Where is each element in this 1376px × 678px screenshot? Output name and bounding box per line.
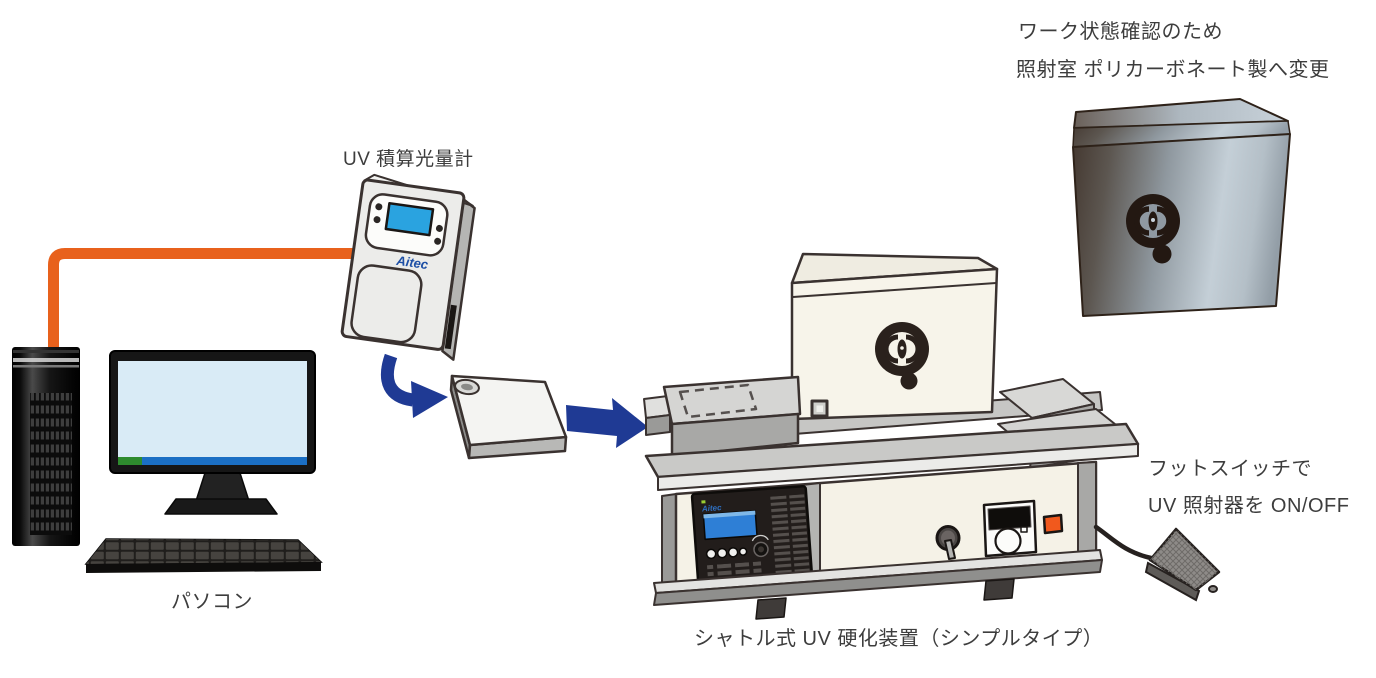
- deck-front-edge: [657, 443, 1139, 491]
- taskbar: [142, 457, 307, 465]
- meter-button-1: [435, 224, 443, 232]
- tray-step-front: [645, 414, 671, 436]
- machine-body: Aitec: [661, 460, 1098, 589]
- foot-switch: [1093, 524, 1221, 602]
- monitor-stand: [194, 472, 251, 502]
- puck-sensor-aperture: [461, 383, 473, 391]
- meter-brand-logo: Aitec: [395, 253, 430, 273]
- meter-side-slot: [444, 304, 457, 350]
- taskbar-start-segment: [118, 457, 142, 465]
- key-switch: [935, 525, 961, 560]
- pedal-tab: [1208, 585, 1218, 593]
- controller-knob-3: [727, 547, 739, 558]
- uv-curing-machine: Aitec: [643, 252, 1140, 620]
- chamber-note-line1: ワーク状態確認のため: [1018, 21, 1223, 43]
- shuttle-tray: [643, 375, 802, 458]
- tray-front-face: [670, 412, 800, 458]
- puck-top-face: [450, 374, 568, 447]
- aitec-logo-hood: [875, 322, 929, 390]
- work-area-dashed-outline: [678, 383, 758, 419]
- uv-meter-device: Aitec: [340, 173, 476, 361]
- controller-power-led: [701, 500, 706, 504]
- aitec-logo-chamber: [1126, 194, 1180, 264]
- tray-top-face: [662, 375, 802, 426]
- meter-led-2: [373, 216, 381, 224]
- meter-button-2: [434, 237, 442, 245]
- arrow-meter-to-puck: [380, 353, 448, 418]
- meter-lower-door: [350, 264, 423, 344]
- arrow-puck-to-machine: [566, 398, 648, 448]
- base-front-band: [653, 559, 1103, 606]
- inserted-key: [944, 539, 956, 560]
- pc-keyboard: [84, 538, 323, 573]
- controller-lcd: [702, 509, 758, 541]
- keyboard-front-edge: [86, 562, 321, 573]
- chamber-front-face: [1072, 133, 1291, 317]
- chamber-note-line2: 照射室 ポリカーボネート製へ変更: [1016, 59, 1330, 81]
- monitor-base: [164, 498, 278, 515]
- controller-lcd-highlight: [703, 510, 756, 519]
- machine-deck: [644, 422, 1140, 491]
- start-button-orange: [1042, 513, 1064, 535]
- counter-reset-button: [1020, 526, 1028, 533]
- pc-tower: [12, 347, 80, 546]
- counter-dial: [994, 527, 1022, 555]
- controller-panel: Aitec: [690, 484, 814, 589]
- uv-sensor-puck: [449, 374, 568, 460]
- arrow-head: [411, 381, 448, 418]
- controller-side-vents: [768, 494, 810, 577]
- footswitch-note-line2: UV 照射器を ON/OFF: [1148, 495, 1350, 517]
- meter-lcd: [384, 201, 435, 237]
- body-right-edge: [1077, 461, 1097, 556]
- controller-knob-2: [716, 547, 728, 559]
- machine-foot-right: [983, 578, 1015, 601]
- tower-vents: [30, 393, 72, 535]
- controller-dial-center: [757, 546, 764, 553]
- body-left-edge: [661, 493, 677, 589]
- foot-switch-cable: [1093, 524, 1154, 561]
- controller-knob-1: [705, 548, 717, 560]
- machine-base: [653, 549, 1103, 620]
- monitor-screen: [118, 361, 307, 465]
- polycarbonate-chamber: [1072, 98, 1291, 317]
- hood-window-inner: [816, 405, 823, 412]
- uv-meter-label: UV 積算光量計: [343, 149, 474, 170]
- machine-foot-left: [755, 597, 787, 620]
- controller-dial-scale: [751, 534, 769, 542]
- meter-led-1: [375, 203, 383, 211]
- footswitch-note-line1: フットスイッチで: [1148, 458, 1312, 480]
- hood-lid-seam: [792, 282, 997, 298]
- controller-knob-4: [738, 547, 748, 556]
- machine-caption: シャトル式 UV 硬化装置（シンプルタイプ）: [694, 628, 1104, 650]
- pc-monitor: [109, 350, 316, 515]
- counter-timer: [982, 499, 1038, 558]
- pc-label: パソコン: [171, 591, 253, 613]
- pc-to-meter-cable: [48, 248, 370, 350]
- controller-brand-logo: Aitec: [701, 503, 723, 513]
- irradiation-hood: [790, 252, 999, 421]
- counter-display: [987, 505, 1032, 531]
